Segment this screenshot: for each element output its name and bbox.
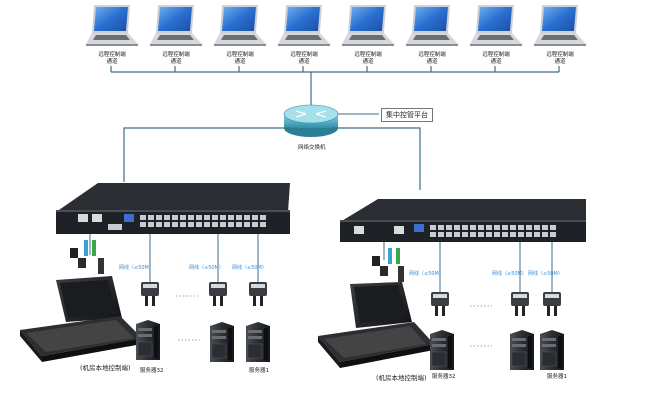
remote-laptops [86,5,586,46]
right-server32-label: 服务器32 [432,374,456,380]
left-kvm-switch [56,183,290,234]
server-tower-icon [540,330,564,370]
laptop-icon [342,5,394,46]
remote-client-label-line2: 通道 [490,59,502,65]
remote-client-label-line2: 通道 [170,59,182,65]
right-cable-label-2: 网线（≤50M） [492,271,527,277]
remote-client-label-line1: 远程控制端 [418,52,446,58]
remote-client-label: 远程控制端通道 [476,52,516,66]
left-lcd-console [20,276,142,362]
remote-client-label-line1: 远程控制端 [354,52,382,58]
kvm-adapter-icon [431,292,449,316]
remote-client-label-line2: 通道 [234,59,246,65]
server-tower-icon [246,322,270,362]
laptop-icon [86,5,138,46]
right-console-connectors [372,248,404,282]
right-cable-label-1: 网线（≤50M） [409,271,444,277]
left-cable-label-1: 网线（≤50M） [119,265,154,271]
left-server32-label: 服务器32 [140,368,164,374]
remote-client-label-line2: 通道 [298,59,310,65]
right-server1-label: 服务器1 [547,374,567,380]
remote-client-label: 远程控制端通道 [412,52,452,66]
right-adapter-cables [383,242,553,292]
laptop-icon [534,5,586,46]
laptop-icon [214,5,266,46]
kvm-adapters [141,282,561,316]
remote-client-label-line2: 通道 [362,59,374,65]
server-tower-icon [210,322,234,362]
remote-client-label-line2: 通道 [106,59,118,65]
right-kvm-switch [340,199,586,242]
remote-client-label-line1: 远程控制端 [546,52,574,58]
laptop-icon [278,5,330,46]
network-switch-icon [283,104,339,137]
adapter-ellipsis [176,295,492,347]
left-cable-label-2: 网线（≤50M） [189,265,224,271]
left-console-connectors [70,240,104,274]
server-tower-icon [430,330,454,370]
remote-client-label-line1: 远程控制端 [482,52,510,58]
remote-client-label: 远程控制端通道 [156,52,196,66]
server-tower-icon [136,320,160,360]
remote-client-label-line1: 远程控制端 [98,52,126,58]
remote-bus [110,66,560,106]
kvm-adapter-icon [209,282,227,306]
laptop-icon [150,5,202,46]
kvm-adapter-icon [249,282,267,306]
right-console-label: (机房本地控制端) [376,374,427,382]
remote-client-label: 远程控制端通道 [92,52,132,66]
left-console-label: (机房本地控制端) [80,364,131,372]
right-cable-label-3: 网线（≤50M） [528,271,563,277]
remote-client-label: 远程控制端通道 [540,52,580,66]
remote-client-label-line1: 远程控制端 [162,52,190,58]
uplink-cables [123,127,421,190]
left-cable-label-3: 网线（≤50M） [232,265,267,271]
laptop-icon [470,5,522,46]
right-lcd-console [318,282,434,368]
central-platform-label: 集中控管平台 [381,108,433,122]
remote-client-label: 远程控制端通道 [284,52,324,66]
remote-client-label-line2: 通道 [554,59,566,65]
server-tower-icon [510,330,534,370]
remote-client-label-line2: 通道 [426,59,438,65]
left-adapter-cables [89,234,259,282]
laptop-icon [406,5,458,46]
kvm-adapter-icon [543,292,561,316]
kvm-adapter-icon [511,292,529,316]
servers [136,320,564,370]
remote-client-label: 远程控制端通道 [220,52,260,66]
network-switch-label: 网络交换机 [298,145,326,151]
kvm-adapter-icon [141,282,159,306]
left-server1-label: 服务器1 [249,368,269,374]
remote-client-label: 远程控制端通道 [348,52,388,66]
remote-client-label-line1: 远程控制端 [290,52,318,58]
remote-client-label-line1: 远程控制端 [226,52,254,58]
